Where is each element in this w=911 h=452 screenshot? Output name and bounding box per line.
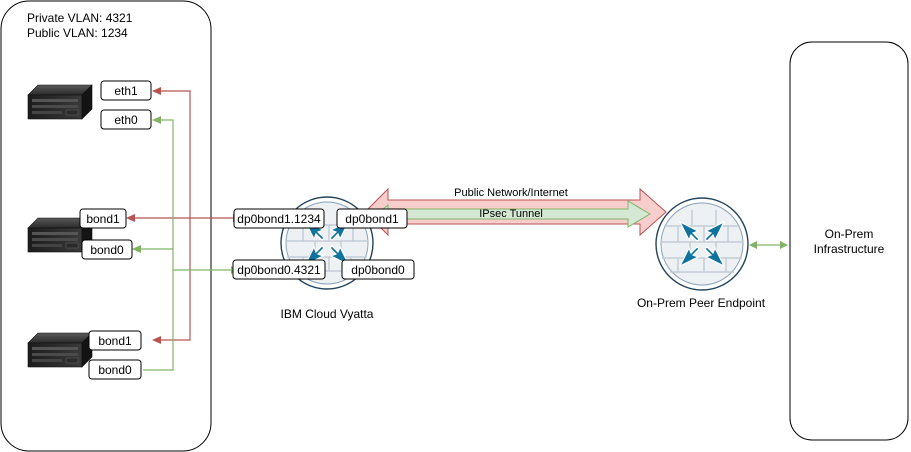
server-3-bond0-label: bond0 [98, 363, 132, 377]
public-network-label: Public Network/Internet [454, 187, 568, 199]
server-2-bond0-box [81, 239, 133, 260]
on-prem-peer-firewall-icon [655, 197, 749, 291]
private-vlan-label: Private VLAN: 4321 [27, 11, 133, 25]
vyatta-private-bond-box [341, 259, 415, 280]
public-links [134, 90, 234, 341]
ipsec-tunnel-label: IPsec Tunnel [479, 208, 543, 220]
server-1-eth0-label: eth0 [114, 113, 138, 127]
vyatta-name-label: IBM Cloud Vyatta [281, 307, 374, 321]
vyatta-private-bond-label: dp0bond0 [351, 263, 405, 277]
server-2-bond1-box [79, 208, 127, 229]
server-3-bond1-box [88, 330, 142, 351]
server-2-bond0-label: bond0 [90, 243, 124, 257]
vyatta-public-vif-box [233, 208, 325, 229]
vyatta-public-bond-label: dp0bond1 [345, 212, 399, 226]
private-links [140, 119, 232, 371]
server-1-eth0-box [100, 109, 152, 130]
vyatta-private-vif-box [232, 259, 326, 280]
on-prem-line-2: Infrastructure [814, 242, 885, 256]
public-vlan-label: Public VLAN: 1234 [27, 26, 128, 40]
on-prem-infrastructure-box [789, 41, 909, 441]
on-prem-peer-name-label: On-Prem Peer Endpoint [637, 296, 766, 310]
on-prem-line-1: On-Prem [825, 227, 874, 241]
vyatta-public-bond-box [336, 208, 408, 229]
peer-link-arrowheads [749, 241, 788, 249]
server-3-bond0-box [88, 359, 142, 380]
server-3-bond1-label: bond1 [98, 334, 132, 348]
server-1-eth1-label: eth1 [114, 84, 138, 98]
server-1-icon [27, 84, 93, 120]
server-2-bond1-label: bond1 [86, 212, 120, 226]
server-3-icon [27, 332, 93, 368]
vyatta-public-vif-label: dp0bond1.1234 [237, 212, 321, 226]
server-1-eth1-box [100, 80, 152, 101]
vyatta-private-vif-label: dp0bond0.4321 [237, 263, 321, 277]
